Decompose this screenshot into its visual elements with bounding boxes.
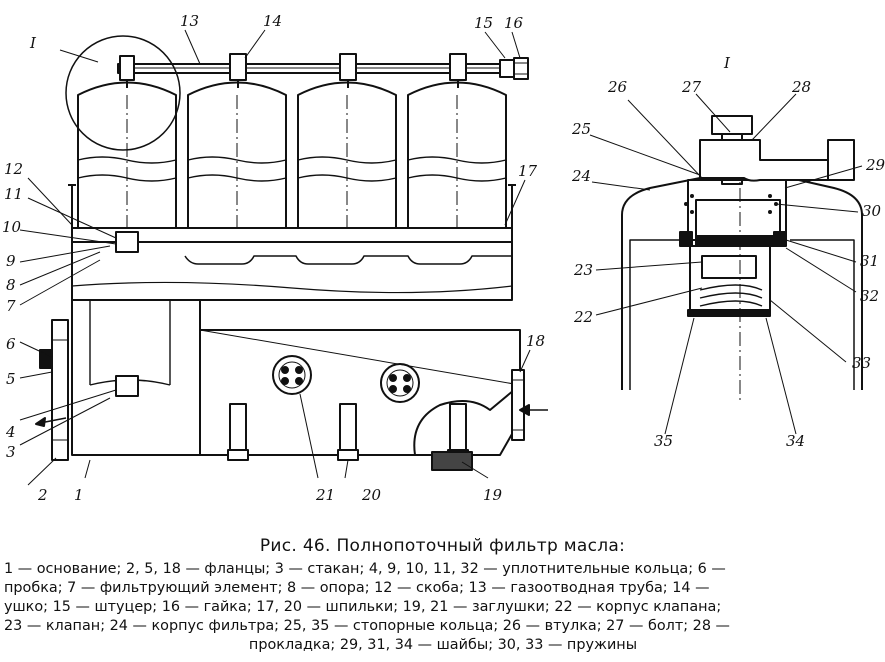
leader-lines xyxy=(19,29,863,486)
callout-5: 5 xyxy=(6,370,16,388)
legend-line: 1 — основание; 2, 5, 18 — фланцы; 3 — ст… xyxy=(4,561,726,577)
valve-detail-drawing xyxy=(621,115,863,400)
callout-24: 24 xyxy=(571,167,591,185)
callout-16: 16 xyxy=(504,14,524,32)
callout-9: 9 xyxy=(6,252,16,270)
callout-1: 1 xyxy=(74,486,84,504)
callout-31: 31 xyxy=(860,252,879,270)
callout-21: 21 xyxy=(315,486,335,504)
callout-7: 7 xyxy=(6,297,16,315)
flow-arrows xyxy=(35,404,548,427)
callout-14: 14 xyxy=(263,12,282,30)
lug-drawings xyxy=(119,53,467,88)
clamp-left xyxy=(68,184,76,240)
callout-34: 34 xyxy=(786,432,805,450)
callout-29: 29 xyxy=(865,156,885,174)
callout-28: 28 xyxy=(791,78,811,96)
legend-line: пробка; 7 — фильтрующий элемент; 8 — опо… xyxy=(4,580,710,596)
callout-11: 11 xyxy=(4,185,23,203)
callout-13: 13 xyxy=(180,12,199,30)
callout-12: 12 xyxy=(4,160,23,178)
callout-view-label-detail: I xyxy=(723,54,731,72)
callout-20: 20 xyxy=(361,486,382,504)
callout-10: 10 xyxy=(2,218,22,236)
callout-19: 19 xyxy=(483,486,503,504)
callout-33: 33 xyxy=(852,354,871,372)
callout-8: 8 xyxy=(6,276,16,294)
callout-view-label: I xyxy=(29,34,37,52)
callout-25: 25 xyxy=(571,120,591,138)
filter-technical-drawing: I 13 14 15 16 12 11 10 9 8 7 6 5 4 3 2 1… xyxy=(2,12,885,504)
callout-6: 6 xyxy=(6,335,16,353)
callout-2: 2 xyxy=(37,486,48,504)
plug-drawings xyxy=(272,355,420,403)
filter-body-drawing xyxy=(39,231,525,471)
callout-labels: I 13 14 15 16 12 11 10 9 8 7 6 5 4 3 2 1… xyxy=(2,12,885,504)
callout-27: 27 xyxy=(681,78,702,96)
callout-22: 22 xyxy=(573,308,593,326)
figure-legend: 1 — основание; 2, 5, 18 — фланцы; 3 — ст… xyxy=(4,560,882,655)
callout-35: 35 xyxy=(654,432,673,450)
callout-17: 17 xyxy=(518,162,538,180)
callout-18: 18 xyxy=(526,332,545,350)
callout-15: 15 xyxy=(474,14,493,32)
callout-32: 32 xyxy=(860,287,879,305)
legend-line: прокладка; 29, 31, 34 — шайбы; 30, 33 — … xyxy=(248,637,638,653)
filter-caps-drawing xyxy=(71,81,513,243)
callout-3: 3 xyxy=(6,443,16,461)
detail-circle xyxy=(65,35,181,151)
callout-4: 4 xyxy=(5,423,16,441)
callout-26: 26 xyxy=(607,78,628,96)
figure-title: Рис. 46. Полнопоточный фильтр масла: xyxy=(259,536,626,556)
clamp-right xyxy=(508,184,516,240)
legend-line: ушко; 15 — штуцер; 16 — гайка; 17, 20 — … xyxy=(4,599,722,615)
callout-30: 30 xyxy=(862,202,882,220)
legend-line: 23 — клапан; 24 — корпус фильтра; 25, 35… xyxy=(4,618,730,634)
callout-23: 23 xyxy=(573,261,593,279)
